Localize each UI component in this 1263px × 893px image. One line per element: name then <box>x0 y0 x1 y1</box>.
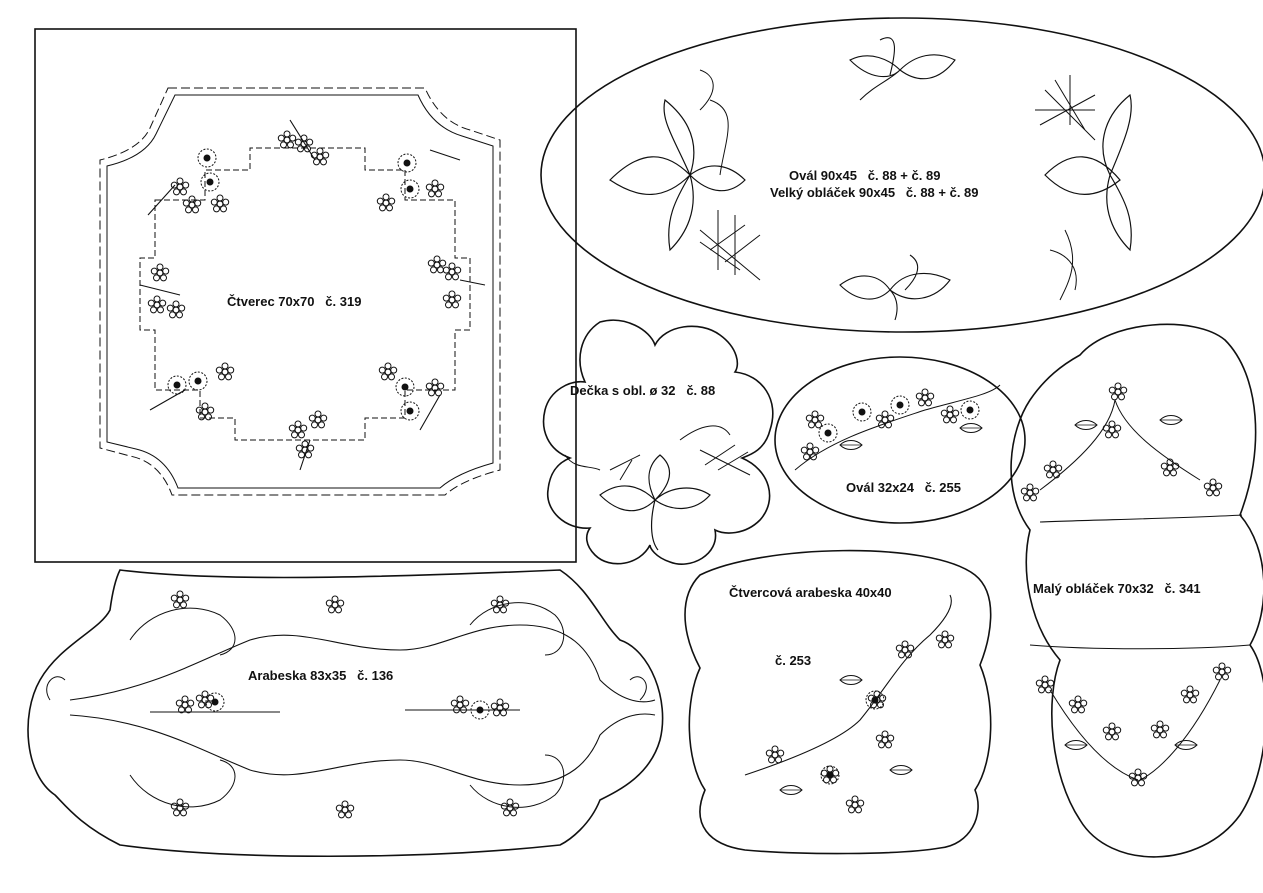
doily-pattern <box>542 319 774 565</box>
large-oval-label-line2: Velký obláček 90x45 č. 88 + č. 89 <box>770 185 979 200</box>
large-oval-label-line1: Ovál 90x45 č. 88 + č. 89 <box>789 168 941 183</box>
square-arabesque-label-line2: č. 253 <box>775 653 812 668</box>
square-arabesque-label-line1: Čtvercová arabeska 40x40 <box>729 585 892 600</box>
square-arabesque-pattern <box>684 549 992 855</box>
doily-label: Dečka s obl. ø 32 č. 88 <box>570 383 716 398</box>
large-oval-pattern <box>540 17 1263 333</box>
square-pattern <box>34 28 577 563</box>
small-cloud-pattern <box>1010 323 1263 858</box>
square-label: Čtverec 70x70 č. 319 <box>227 294 362 309</box>
arabesque-pattern <box>27 569 664 858</box>
small-oval-label: Ovál 32x24 č. 255 <box>846 480 961 495</box>
arabesque-label: Arabeska 83x35 č. 136 <box>248 668 394 683</box>
small-cloud-label: Malý obláček 70x32 č. 341 <box>1033 581 1201 596</box>
small-oval-pattern <box>774 356 1026 524</box>
